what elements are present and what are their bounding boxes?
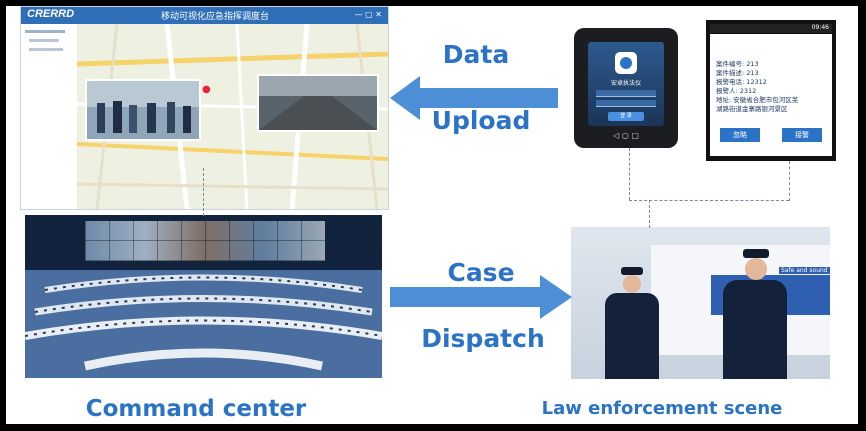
phone-status-bar: 09:46 bbox=[710, 24, 832, 33]
case-screen: 案件编号: 213 案件描述: 213 报警电话: 12312 报警人: 231… bbox=[710, 34, 832, 156]
case-details: 案件编号: 213 案件描述: 213 报警电话: 12312 报警人: 231… bbox=[716, 60, 828, 114]
label-dispatch: Dispatch bbox=[421, 324, 545, 353]
app-label: 安卓执法仪 bbox=[610, 80, 641, 87]
device-tree[interactable] bbox=[21, 24, 78, 209]
van-text: Safe and sound bbox=[779, 267, 830, 274]
case-line: 湖路街道金寨路银河景区 bbox=[716, 105, 788, 113]
label-law-enforcement-scene: Law enforcement scene bbox=[541, 398, 783, 419]
device-nav-buttons[interactable]: ◁ ○ ▢ bbox=[613, 131, 639, 140]
case-line: 报警人: 2312 bbox=[716, 87, 757, 95]
case-line: 案件描述: 213 bbox=[716, 69, 759, 77]
map-view[interactable]: ● bbox=[76, 23, 388, 209]
case-line: 报警电话: 12312 bbox=[716, 78, 767, 86]
connector-device-right bbox=[789, 161, 790, 201]
diagram-panel: CRERRD 移动可视化应急指挥调度台 — ▢ ✕ bbox=[6, 6, 858, 424]
login-button[interactable]: 登 录 bbox=[608, 112, 644, 121]
connector-device-left bbox=[629, 148, 630, 200]
upload-arrow-icon bbox=[390, 76, 558, 120]
password-field[interactable] bbox=[596, 100, 656, 107]
dispatch-logo: CRERRD bbox=[27, 8, 75, 20]
law-enforcement-photo: Safe and sound bbox=[571, 227, 830, 379]
dispatch-header: CRERRD 移动可视化应急指挥调度台 — ▢ ✕ bbox=[21, 7, 388, 24]
video-popup-street[interactable] bbox=[85, 79, 201, 141]
connector-scene bbox=[649, 200, 650, 228]
label-upload: Upload bbox=[431, 106, 531, 135]
label-data: Data bbox=[442, 40, 510, 69]
command-center-photo bbox=[25, 215, 382, 378]
case-line: 地址: 安徽省合肥市包河区芜 bbox=[716, 96, 799, 104]
body-camera-device: 安卓执法仪 登 录 ◁ ○ ▢ bbox=[574, 28, 678, 148]
officer-right bbox=[719, 249, 789, 379]
operator-desks bbox=[25, 270, 382, 378]
status-time: 09:46 bbox=[811, 24, 829, 31]
map-marker-icon[interactable]: ● bbox=[202, 84, 211, 95]
accept-button[interactable]: 接警 bbox=[782, 128, 822, 142]
dispatch-software-screenshot: CRERRD 移动可视化应急指挥调度台 — ▢ ✕ bbox=[20, 6, 389, 210]
connector-device-horizontal bbox=[629, 200, 789, 201]
dispatch-title: 移动可视化应急指挥调度台 bbox=[161, 12, 270, 22]
window-controls-icon[interactable]: — ▢ ✕ bbox=[354, 10, 382, 19]
username-field[interactable] bbox=[596, 90, 656, 97]
video-wall bbox=[25, 215, 382, 270]
label-command-center: Command center bbox=[85, 396, 307, 422]
case-line: 案件编号: 213 bbox=[716, 60, 759, 68]
officer-left bbox=[601, 267, 661, 379]
device-screen[interactable]: 安卓执法仪 登 录 bbox=[588, 42, 664, 126]
app-logo-icon bbox=[615, 52, 637, 74]
video-popup-road[interactable] bbox=[257, 74, 379, 132]
case-phone: 09:46 案件编号: 213 案件描述: 213 报警电话: 12312 报警… bbox=[706, 20, 836, 161]
ignore-button[interactable]: 忽略 bbox=[720, 128, 760, 142]
connector-dispatch-to-center bbox=[203, 168, 204, 216]
dispatch-arrow-icon bbox=[390, 275, 572, 319]
label-case: Case bbox=[447, 258, 515, 287]
